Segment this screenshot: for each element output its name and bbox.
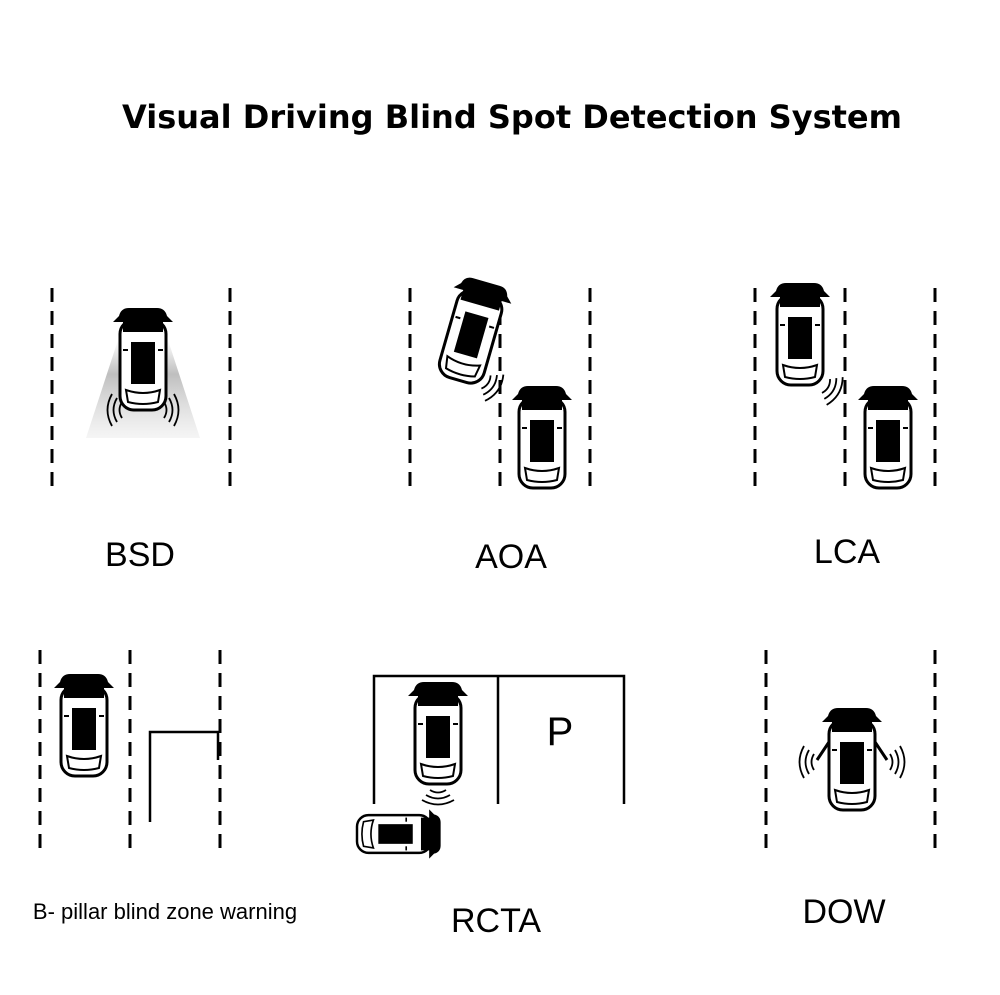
scene-bpillar (52, 672, 220, 822)
lane-markings (38, 288, 937, 855)
car-icon (510, 384, 574, 490)
label-dow: DOW (802, 893, 886, 931)
car-icon (355, 808, 442, 860)
scene-rcta: P (355, 674, 626, 860)
car-icon (406, 680, 470, 786)
scene-dow (798, 706, 906, 812)
sensor-waves-icon (421, 789, 455, 806)
car-icon (768, 281, 832, 387)
parking-sign: P (547, 710, 574, 754)
label-aoa: AOA (475, 538, 547, 576)
sensor-waves-icon (889, 745, 906, 779)
scene-bsd (86, 306, 200, 438)
car-icon (427, 272, 517, 390)
sensor-waves-icon (798, 745, 815, 779)
pillar-obstacle (148, 730, 220, 822)
label-bsd: BSD (105, 536, 175, 574)
car-icon (820, 706, 884, 812)
label-bpillar: B- pillar blind zone warning (32, 899, 298, 924)
car-icon (111, 306, 175, 412)
label-lca: LCA (813, 533, 881, 571)
car-icon (52, 672, 116, 778)
page-title: Visual Driving Blind Spot Detection Syst… (122, 98, 902, 136)
label-rcta: RCTA (450, 902, 542, 940)
car-icon (856, 384, 920, 490)
